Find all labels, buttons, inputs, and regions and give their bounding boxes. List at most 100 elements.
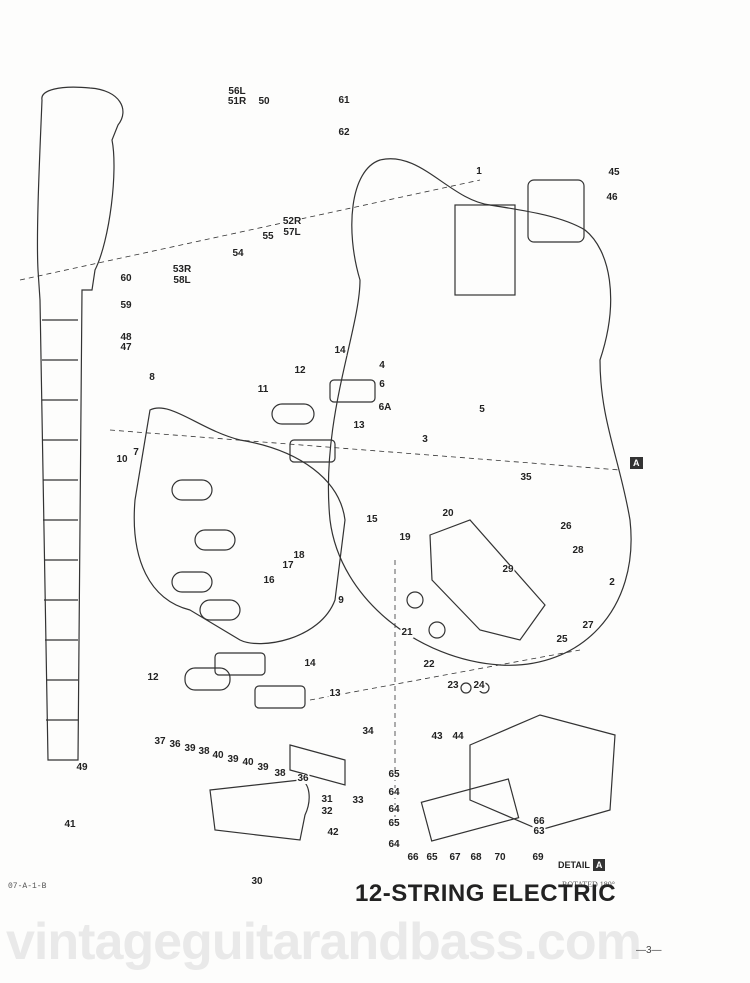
callout-39: 39 (226, 754, 240, 765)
callout-8: 8 (148, 372, 156, 383)
callout-68: 68 (469, 852, 483, 863)
leader-lines (19, 179, 621, 820)
callout-70: 70 (493, 852, 507, 863)
callout-65: 65 (387, 818, 401, 829)
callout-13: 13 (328, 688, 342, 699)
callout-13: 13 (352, 420, 366, 431)
callout-24: 24 (472, 680, 486, 691)
callout-19: 19 (398, 532, 412, 543)
callout-7: 7 (132, 447, 140, 458)
callout-34: 34 (361, 726, 375, 737)
callout-21: 21 (400, 627, 414, 638)
callout-23: 23 (446, 680, 460, 691)
callout-3: 3 (421, 434, 429, 445)
callout-66: 66 (406, 852, 420, 863)
callout-27: 27 (581, 620, 595, 631)
callout-62: 62 (337, 127, 351, 138)
callout-65: 65 (387, 769, 401, 780)
callout-14: 14 (333, 345, 347, 356)
callout-29: 29 (501, 564, 515, 575)
callout-48: 48 (119, 332, 133, 343)
callout-16: 16 (262, 575, 276, 586)
callout-43: 43 (430, 731, 444, 742)
detail-text: DETAIL (558, 860, 590, 870)
callout-28: 28 (571, 545, 585, 556)
callout-32: 32 (320, 806, 334, 817)
callout-26: 26 (559, 521, 573, 532)
callout-41: 41 (63, 819, 77, 830)
pickguard (133, 407, 346, 645)
detail-a-marker: A (630, 457, 643, 469)
callout-35: 35 (519, 472, 533, 483)
callout-6a: 6A (377, 402, 393, 413)
callout-30: 30 (250, 876, 264, 887)
callout-20: 20 (441, 508, 455, 519)
callout-69: 69 (531, 852, 545, 863)
callout-64: 64 (387, 804, 401, 815)
callout-63: 63 (532, 826, 546, 837)
callout-66: 66 (532, 816, 546, 827)
callout-33: 33 (351, 795, 365, 806)
callout-50: 50 (257, 96, 271, 107)
document-code: 07-A-1-B (8, 882, 47, 891)
callout-4: 4 (378, 360, 386, 371)
callout-58l: 58L (172, 275, 192, 286)
callout-64: 64 (387, 839, 401, 850)
callout-56l: 56L (227, 86, 247, 97)
watermark: vintageguitarandbass.com (6, 913, 642, 971)
pickups (184, 379, 376, 709)
callout-11: 11 (256, 384, 270, 395)
callout-39: 39 (256, 762, 270, 773)
callout-39: 39 (183, 743, 197, 754)
callout-46: 46 (605, 192, 619, 203)
callout-37: 37 (153, 736, 167, 747)
callout-10: 10 (115, 454, 129, 465)
callout-49: 49 (75, 762, 89, 773)
callout-9: 9 (337, 595, 345, 606)
page-number: —3— (636, 945, 662, 956)
callout-12: 12 (293, 365, 307, 376)
callout-14: 14 (303, 658, 317, 669)
callout-5: 5 (478, 404, 486, 415)
callout-40: 40 (241, 757, 255, 768)
callout-53r: 53R (171, 264, 193, 275)
callout-25: 25 (555, 634, 569, 645)
detail-badge: A (592, 859, 606, 871)
callout-51r: 51R (226, 96, 248, 107)
headstock-neck (36, 86, 124, 761)
callout-64: 64 (387, 787, 401, 798)
callout-18: 18 (292, 550, 306, 561)
diagram-title: 12-STRING ELECTRIC (355, 880, 617, 907)
callout-61: 61 (337, 95, 351, 106)
callout-40: 40 (211, 750, 225, 761)
callout-67: 67 (448, 852, 462, 863)
callout-54: 54 (231, 248, 245, 259)
callout-57l: 57L (282, 227, 302, 238)
callout-45: 45 (607, 167, 621, 178)
callout-36: 36 (296, 773, 310, 784)
callout-47: 47 (119, 342, 133, 353)
callout-36: 36 (168, 739, 182, 750)
callout-1: 1 (475, 166, 483, 177)
rotated-note: ROTATED 180° (562, 880, 615, 889)
callout-55: 55 (261, 231, 275, 242)
callout-31: 31 (320, 794, 334, 805)
callout-2: 2 (608, 577, 616, 588)
callout-59: 59 (119, 300, 133, 311)
callout-42: 42 (326, 827, 340, 838)
callout-60: 60 (119, 273, 133, 284)
callout-12: 12 (146, 672, 160, 683)
callout-6: 6 (378, 379, 386, 390)
callout-44: 44 (451, 731, 465, 742)
callout-38: 38 (197, 746, 211, 757)
guitar-body (327, 158, 632, 666)
callout-38: 38 (273, 768, 287, 779)
callout-22: 22 (422, 659, 436, 670)
bridge-tailpiece (209, 714, 616, 842)
callout-15: 15 (365, 514, 379, 525)
callout-65: 65 (425, 852, 439, 863)
callout-52r: 52R (281, 216, 303, 227)
